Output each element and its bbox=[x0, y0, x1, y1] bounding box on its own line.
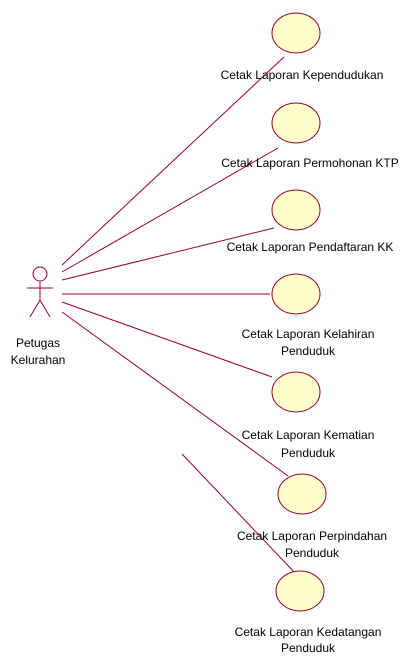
use-case-ellipse bbox=[271, 102, 321, 144]
association-kedatangan bbox=[181, 453, 297, 575]
use-case-permohonan-ktp: Cetak Laporan Permohonan KTP bbox=[221, 102, 399, 170]
use-case-label-line2: Penduduk bbox=[281, 344, 336, 358]
use-case-label-line2: Penduduk bbox=[281, 641, 336, 655]
actor-right-leg bbox=[39, 299, 51, 318]
actor-name-line2: Kelurahan bbox=[11, 353, 66, 367]
actor-head bbox=[32, 266, 48, 282]
association-kematian bbox=[61, 301, 273, 378]
use-case-label-line1: Cetak Laporan Kelahiran bbox=[242, 327, 375, 341]
use-case-label-line1: Cetak Laporan Kematian bbox=[242, 428, 375, 442]
use-case-label-line1: Cetak Laporan Kedatangan bbox=[235, 625, 382, 639]
use-case-ellipse bbox=[271, 371, 321, 413]
use-case-ellipse bbox=[271, 273, 321, 315]
actor-petugas-kelurahan: Petugas Kelurahan bbox=[11, 266, 66, 367]
actor-name-line1: Petugas bbox=[16, 336, 60, 350]
associations bbox=[61, 56, 297, 575]
use-case-perpindahan: Cetak Laporan Perpindahan Penduduk bbox=[237, 473, 387, 560]
use-case-ellipse bbox=[275, 570, 325, 612]
use-case-kedatangan: Cetak Laporan Kedatangan Penduduk bbox=[235, 570, 382, 655]
use-case-kependudukan: Cetak Laporan Kependudukan bbox=[221, 12, 384, 82]
use-case-label: Cetak Laporan Pendaftaran KK bbox=[227, 240, 394, 254]
use-case-kematian: Cetak Laporan Kematian Penduduk bbox=[242, 371, 375, 460]
use-case-label: Cetak Laporan Permohonan KTP bbox=[221, 156, 398, 170]
use-case-ellipse bbox=[271, 12, 321, 54]
use-case-label-line1: Cetak Laporan Perpindahan bbox=[237, 529, 387, 543]
use-case-pendaftaran-kk: Cetak Laporan Pendaftaran KK bbox=[227, 189, 394, 254]
association-perpindahan bbox=[61, 311, 289, 477]
actor-left-leg bbox=[29, 299, 41, 318]
use-case-ellipse bbox=[277, 473, 327, 515]
use-case-label: Cetak Laporan Kependudukan bbox=[221, 68, 384, 82]
use-case-ellipse bbox=[271, 189, 321, 231]
use-case-label-line2: Penduduk bbox=[285, 546, 340, 560]
association-kependudukan bbox=[61, 56, 285, 266]
use-case-label-line2: Penduduk bbox=[281, 446, 336, 460]
association-pendaftaran-kk bbox=[61, 227, 275, 281]
use-case-kelahiran: Cetak Laporan Kelahiran Penduduk bbox=[242, 273, 375, 358]
association-permohonan-ktp bbox=[61, 147, 279, 273]
